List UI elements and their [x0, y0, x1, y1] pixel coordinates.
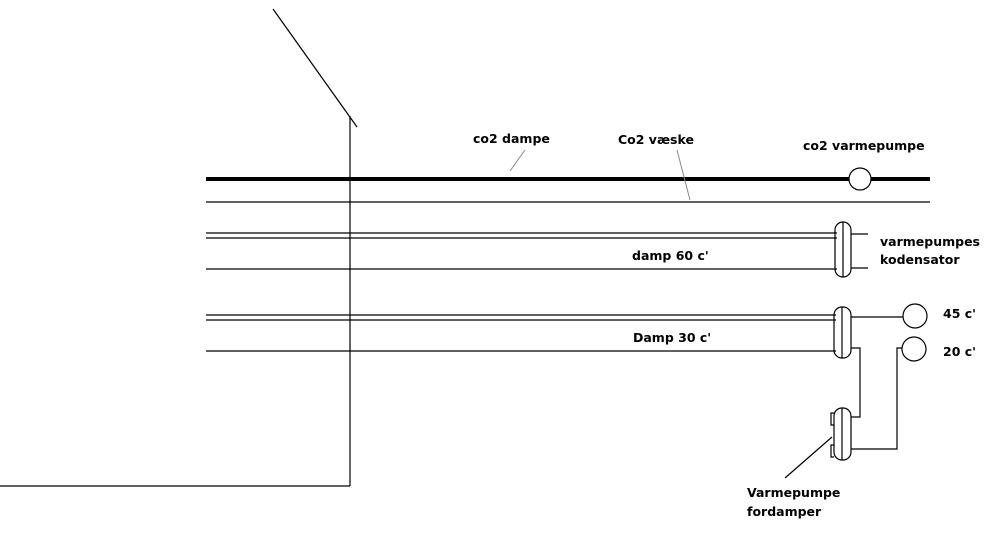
- evaporator-symbol: [830, 347, 902, 461]
- evaporator-leader: [784, 436, 833, 479]
- label-evaporator-2: fordamper: [747, 504, 822, 519]
- label-temp-45: 45 c': [943, 306, 976, 321]
- condenser-symbol: [834, 221, 868, 278]
- building-outline: [0, 8, 358, 487]
- label-evaporator-1: Varmepumpe: [747, 485, 840, 500]
- label-co2-liquid: Co2 væske: [618, 132, 694, 147]
- label-temp-20: 20 c': [943, 344, 976, 359]
- steam-30-pipes: [206, 314, 836, 352]
- roof-line: [272, 8, 358, 128]
- label-steam-30: Damp 30 c': [633, 330, 711, 345]
- label-steam-60: damp 60 c': [632, 248, 709, 263]
- label-condenser-2: kodensator: [880, 252, 960, 267]
- co2-heatpump-symbol: [848, 167, 872, 191]
- co2-liquid-leader: [676, 149, 691, 201]
- label-condenser-1: varmepumpes: [880, 234, 980, 249]
- outlet-20-symbol: [901, 336, 927, 362]
- label-co2-vapor: co2 dampe: [473, 131, 550, 146]
- steam-60-pipes: [206, 232, 837, 270]
- heat-exchanger-30: [833, 306, 903, 418]
- label-co2-heatpump: co2 varmepumpe: [803, 138, 925, 153]
- outlet-45-symbol: [902, 303, 928, 329]
- co2-vapor-leader: [509, 149, 526, 172]
